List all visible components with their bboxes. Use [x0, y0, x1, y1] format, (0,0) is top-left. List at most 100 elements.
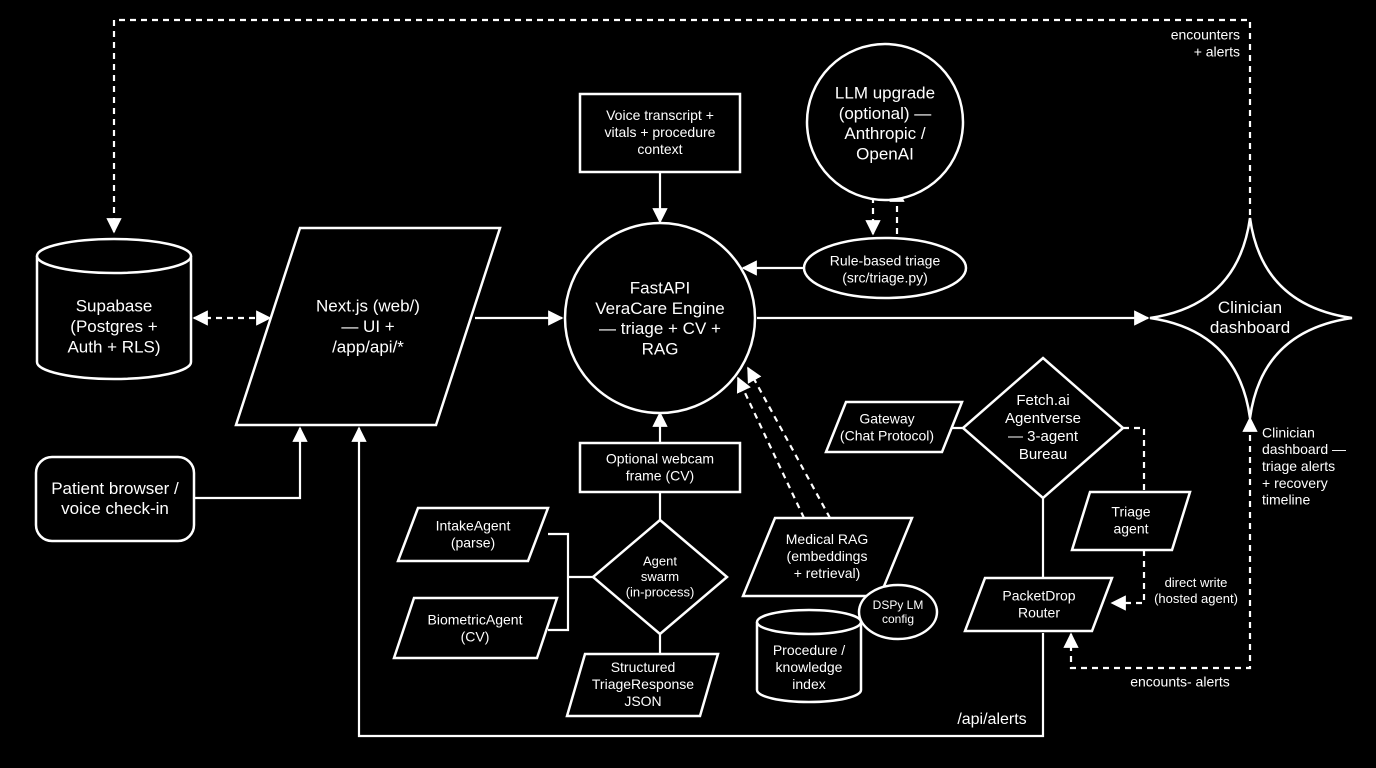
node-triage-agent-text-line-1: Triage	[1111, 503, 1150, 519]
node-medrag-text: Medical RAG(embeddings+ retrieval)	[786, 531, 868, 581]
node-biometric-agent[interactable]: BiometricAgent(CV)	[392, 596, 559, 660]
node-clinician-text-line-1: Clinician	[1218, 298, 1282, 317]
edge-packetdrop-to-nextjs	[351, 426, 1045, 738]
node-supabase-text-line-1: Supabase	[76, 297, 153, 316]
node-engine-text-line-1: FastAPI	[630, 279, 690, 298]
node-nextjs-text: Next.js (web/)— UI + /app/api/*	[316, 297, 420, 357]
node-rule-triage[interactable]: Rule-based triage(src/triage.py)	[802, 236, 968, 300]
node-packetdrop-text-line-1: PacketDrop	[1002, 587, 1075, 603]
node-gateway-text-line-1: Gateway	[859, 410, 914, 426]
node-nextjs-text-line-3: /app/api/*	[332, 338, 404, 357]
node-intake-agent[interactable]: IntakeAgent(parse)	[396, 506, 550, 563]
node-biometric-text: BiometricAgent(CV)	[428, 611, 523, 644]
label-clinician-note-line-4: + recovery	[1262, 475, 1328, 491]
node-medrag-text-line-2: (embeddings	[787, 548, 868, 564]
node-clinician-text: Clinician dashboard	[1210, 298, 1290, 337]
node-webcam-text-line-2: frame (CV)	[626, 467, 694, 483]
node-triage-agent-text-line-2: agent	[1113, 520, 1148, 536]
node-medrag-text-line-1: Medical RAG	[786, 531, 868, 547]
node-intake-text-line-2: (parse)	[451, 534, 495, 550]
node-medical-rag[interactable]: Medical RAG(embeddings+ retrieval)	[741, 516, 914, 598]
node-supabase-text-line-3: Auth + RLS)	[67, 338, 160, 357]
node-llm-text-line-3: Anthropic /	[844, 125, 926, 144]
node-llm-upgrade[interactable]: LLM upgrade(optional) — Anthropic /OpenAI	[805, 42, 965, 202]
edge-fetch-triage	[1123, 426, 1146, 492]
node-clinician-text-line-2: dashboard	[1210, 319, 1290, 338]
node-patient-text-line-2: voice check-in	[61, 500, 169, 519]
node-medrag-text-line-3: + retrieval)	[794, 565, 861, 581]
label-clinician-note-line-1: Clinician	[1262, 424, 1315, 440]
node-procedure-text-line-3: index	[792, 676, 825, 692]
node-engine-text-line-2: VeraCare Engine	[595, 299, 724, 318]
label-clinician-note-line-3: triage alerts	[1262, 458, 1335, 474]
node-llm-text-line-2: (optional) —	[839, 104, 932, 123]
node-nextjs-text-line-1: Next.js (web/)	[316, 297, 420, 316]
node-patient-browser[interactable]: Patient browser / voice check-in	[34, 455, 196, 543]
node-nextjs[interactable]: Next.js (web/)— UI + /app/api/*	[234, 226, 502, 427]
node-clinician-dashboard[interactable]: Clinician dashboard	[1149, 217, 1353, 419]
node-voice-text-line-1: Voice transcript +	[606, 107, 714, 123]
node-engine-text-line-4: RAG	[642, 340, 679, 359]
node-fetch-text-line-4: Bureau	[1019, 446, 1067, 463]
label-direct-write-line-2: (hosted agent)	[1154, 591, 1238, 606]
node-voice-text-line-3: context	[637, 141, 682, 157]
node-voice-text-line-2: vitals + procedure	[605, 124, 716, 140]
node-swarm-text-line-3: (in-process)	[626, 585, 695, 600]
node-packetdrop-text-line-2: Router	[1018, 604, 1060, 620]
node-webcam-text-line-1: Optional webcam	[606, 450, 714, 466]
node-gateway[interactable]: Gateway(Chat Protocol)	[824, 400, 964, 454]
node-nextjs-text-line-2: — UI +	[341, 317, 394, 336]
node-llm-text-line-4: OpenAI	[856, 145, 914, 164]
edge-medrag-to-engine-1	[736, 376, 805, 519]
node-patient-text-line-1: Patient browser /	[51, 479, 179, 498]
label-api-alerts: /api/alerts	[957, 711, 1026, 728]
label-encounters-alerts: encounters+ alerts	[1171, 26, 1240, 59]
node-gateway-text: Gateway(Chat Protocol)	[840, 410, 934, 443]
node-gateway-text-line-2: (Chat Protocol)	[840, 427, 934, 443]
label-clinician-note-line-5: timeline	[1262, 491, 1310, 507]
node-llm-text-line-1: LLM upgrade	[835, 84, 935, 103]
node-supabase-text-line-2: (Postgres +	[70, 317, 157, 336]
node-fetch-text-line-1: Fetch.ai	[1016, 392, 1069, 409]
node-supabase[interactable]: Supabase(Postgres + Auth + RLS)	[35, 237, 193, 381]
node-intake-text: IntakeAgent(parse)	[436, 517, 511, 550]
node-swarm-text-line-2: swarm	[641, 569, 679, 584]
node-rule-text: Rule-based triage(src/triage.py)	[830, 252, 941, 285]
label-encounters-alerts-line-1: encounters	[1171, 26, 1240, 42]
node-procedure-text-line-2: knowledge	[776, 659, 843, 675]
node-rule-text-line-2: (src/triage.py)	[842, 269, 928, 285]
edge-clinician-to-supabase	[106, 18, 1252, 234]
node-fetch-text-line-2: Agentverse	[1005, 410, 1081, 427]
node-rule-text-line-1: Rule-based triage	[830, 252, 941, 268]
node-intake-text-line-1: IntakeAgent	[436, 517, 511, 533]
node-fetch-text-line-3: — 3-agent	[1008, 428, 1079, 445]
node-swarm-text-line-1: Agent	[643, 554, 677, 569]
node-biometric-text-line-1: BiometricAgent	[428, 611, 523, 627]
node-structured-text-line-3: JSON	[624, 693, 661, 709]
node-llm-text: LLM upgrade(optional) — Anthropic /OpenAI	[835, 84, 935, 164]
node-dspy-text-line-1: DSPy LM	[873, 598, 924, 612]
edge-triage-to-packetdrop	[1110, 550, 1146, 611]
edge-medrag-to-engine-2	[747, 366, 831, 519]
